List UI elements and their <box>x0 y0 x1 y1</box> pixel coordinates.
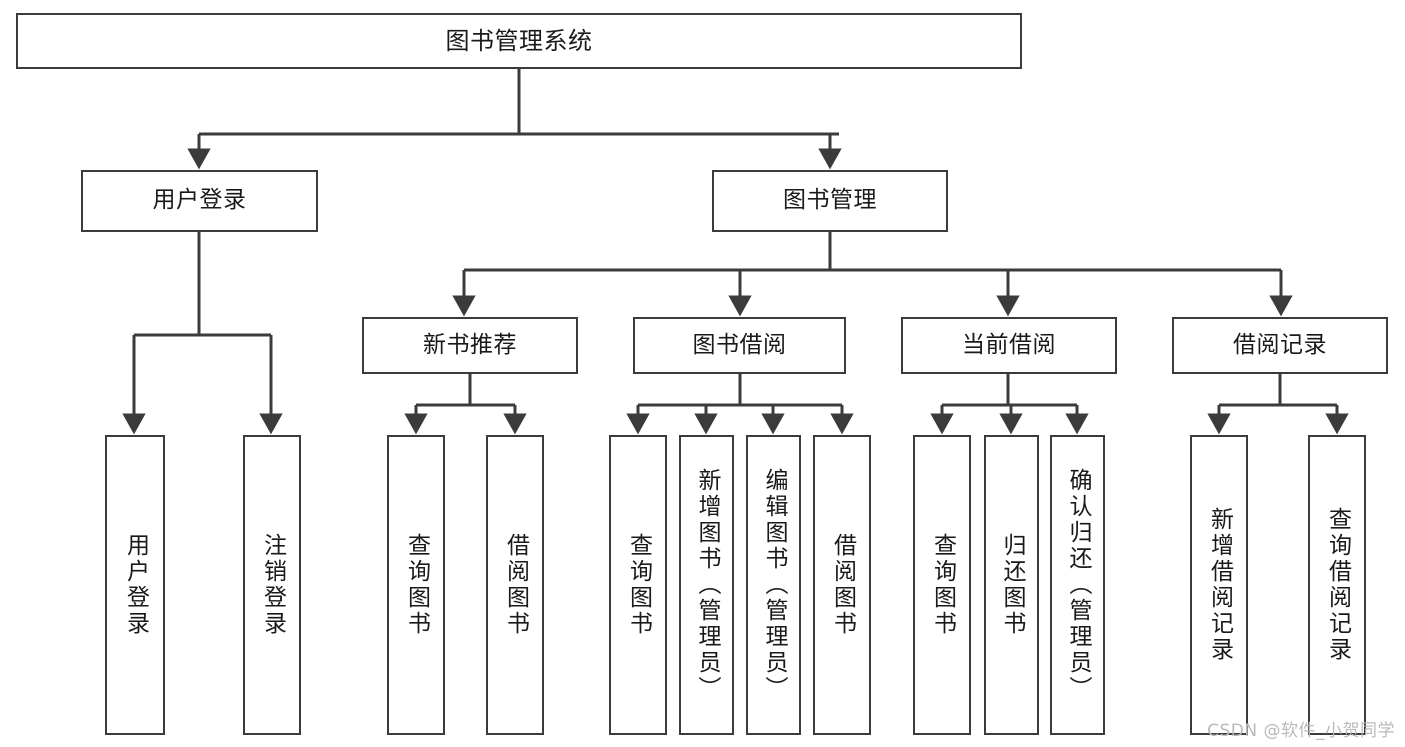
node-leaf-add-book-label: 新增图书（管理员） <box>694 468 720 702</box>
node-leaf-return-book-label: 归还图书 <box>999 533 1025 637</box>
csdn-watermark: CSDN @软件_小贺同学 <box>1207 721 1395 741</box>
node-leaf-add-borrow-record-label: 新增借阅记录 <box>1206 507 1233 663</box>
node-book-borrow-label: 图书借阅 <box>692 331 787 358</box>
node-leaf-add-borrow-record[interactable]: 新增借阅记录 <box>1190 435 1248 735</box>
node-leaf-return-book[interactable]: 归还图书 <box>984 435 1039 735</box>
node-new-book-recommend[interactable]: 新书推荐 <box>362 317 578 374</box>
node-user-login-label: 用户登录 <box>152 187 247 214</box>
node-leaf-borrow-book-2[interactable]: 借阅图书 <box>813 435 871 735</box>
node-leaf-query-book-1[interactable]: 查询图书 <box>387 435 445 735</box>
node-borrow-record-label: 借阅记录 <box>1233 331 1327 358</box>
node-new-book-recommend-label: 新书推荐 <box>423 331 517 358</box>
node-leaf-borrow-book-2-label: 借阅图书 <box>829 533 856 637</box>
node-leaf-query-book-2-label: 查询图书 <box>625 533 652 637</box>
node-leaf-confirm-return[interactable]: 确认归还（管理员） <box>1050 435 1105 735</box>
node-book-manage[interactable]: 图书管理 <box>712 170 948 232</box>
node-leaf-query-borrow-record[interactable]: 查询借阅记录 <box>1308 435 1366 735</box>
node-user-login[interactable]: 用户登录 <box>81 170 318 232</box>
node-leaf-user-logout[interactable]: 注销登录 <box>243 435 301 735</box>
node-leaf-confirm-return-label: 确认归还（管理员） <box>1065 468 1091 702</box>
node-root-label: 图书管理系统 <box>445 26 593 55</box>
node-leaf-query-book-3[interactable]: 查询图书 <box>913 435 971 735</box>
node-leaf-user-login[interactable]: 用户登录 <box>105 435 165 735</box>
node-leaf-user-login-label: 用户登录 <box>122 533 149 637</box>
node-root[interactable]: 图书管理系统 <box>16 13 1022 69</box>
node-current-borrow[interactable]: 当前借阅 <box>901 317 1117 374</box>
node-book-borrow[interactable]: 图书借阅 <box>633 317 846 374</box>
node-leaf-borrow-book-1-label: 借阅图书 <box>502 533 529 637</box>
node-leaf-borrow-book-1[interactable]: 借阅图书 <box>486 435 544 735</box>
node-leaf-edit-book[interactable]: 编辑图书（管理员） <box>746 435 801 735</box>
node-leaf-edit-book-label: 编辑图书（管理员） <box>761 468 787 702</box>
node-leaf-add-book[interactable]: 新增图书（管理员） <box>679 435 734 735</box>
node-current-borrow-label: 当前借阅 <box>962 331 1056 358</box>
node-book-manage-label: 图书管理 <box>783 187 877 214</box>
node-leaf-user-logout-label: 注销登录 <box>259 533 286 637</box>
node-borrow-record[interactable]: 借阅记录 <box>1172 317 1388 374</box>
node-leaf-query-book-1-label: 查询图书 <box>403 533 430 637</box>
node-leaf-query-borrow-record-label: 查询借阅记录 <box>1324 507 1351 663</box>
node-leaf-query-book-3-label: 查询图书 <box>929 533 956 637</box>
node-leaf-query-book-2[interactable]: 查询图书 <box>609 435 667 735</box>
